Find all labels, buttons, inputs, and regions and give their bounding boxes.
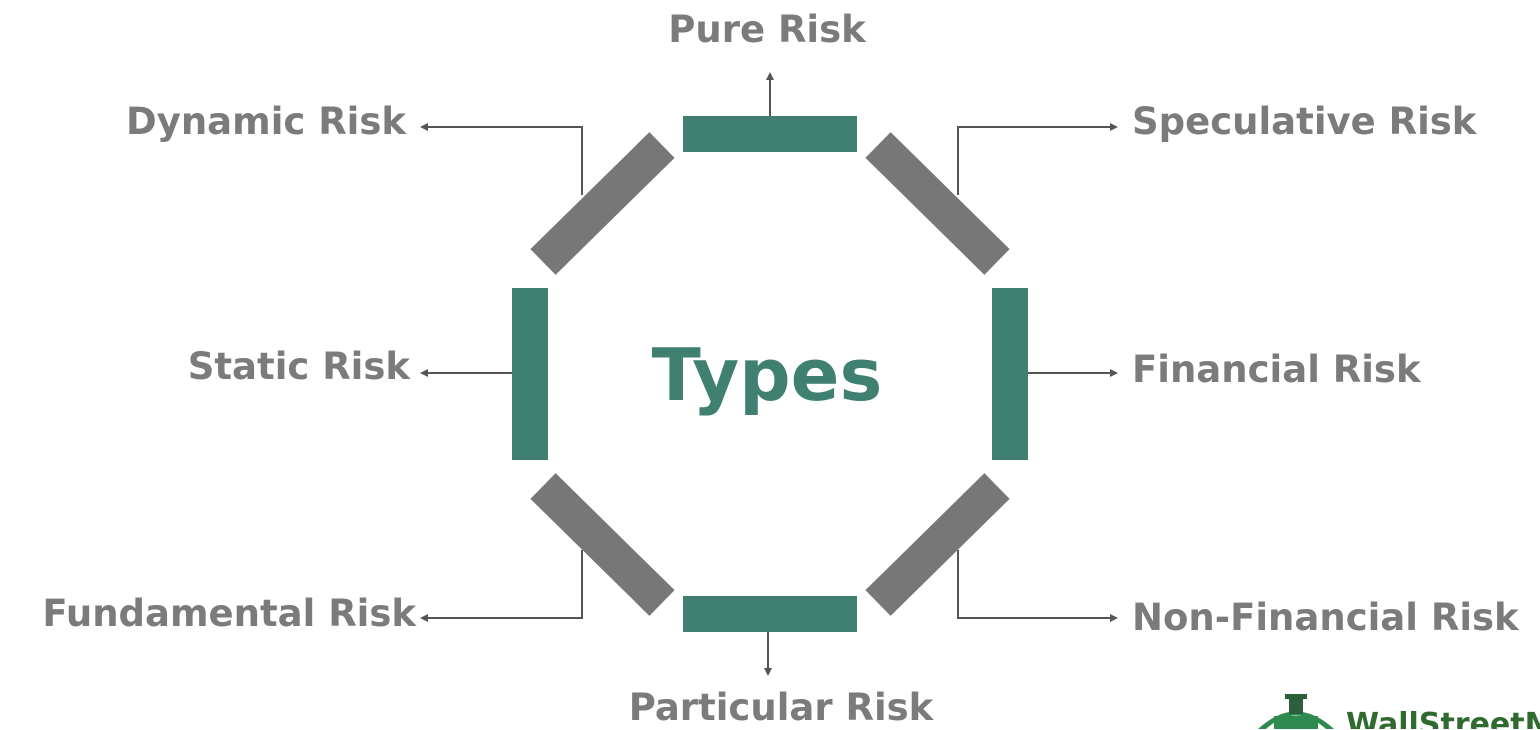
connector-dynamic-risk bbox=[426, 126, 583, 195]
connector-non-financial-risk bbox=[957, 550, 1112, 619]
arrowhead-speculative-risk bbox=[1110, 123, 1118, 131]
octagon-segment-bottom-right bbox=[865, 473, 1010, 616]
connector-speculative-risk bbox=[957, 126, 1112, 195]
octagon-segment-bottom-left bbox=[530, 473, 675, 616]
octagon-segment-top bbox=[683, 116, 857, 152]
connector-fundamental-risk bbox=[426, 550, 583, 619]
arrowhead-fundamental-risk bbox=[420, 614, 428, 622]
octagon bbox=[512, 116, 1028, 632]
octagon-segment-top-left bbox=[530, 132, 675, 275]
brand-logo: WallStreetMojo bbox=[1252, 690, 1540, 729]
label-speculative-risk: Speculative Risk bbox=[1132, 100, 1477, 143]
label-non-financial-risk: Non-Financial Risk bbox=[1132, 596, 1519, 639]
arrowhead-pure-risk bbox=[766, 72, 774, 80]
connectors bbox=[420, 72, 1118, 676]
label-financial-risk: Financial Risk bbox=[1132, 348, 1421, 391]
arrowhead-financial-risk bbox=[1110, 369, 1118, 377]
label-particular-risk: Particular Risk bbox=[628, 686, 934, 729]
octagon-segment-bottom bbox=[683, 596, 857, 632]
label-fundamental-risk: Fundamental Risk bbox=[42, 592, 416, 635]
label-static-risk: Static Risk bbox=[187, 345, 410, 388]
octagon-segment-left bbox=[512, 288, 548, 460]
octagon-segment-top-right bbox=[865, 132, 1010, 275]
arrowhead-dynamic-risk bbox=[420, 123, 428, 131]
logo-icon bbox=[1258, 694, 1334, 729]
label-pure-risk: Pure Risk bbox=[668, 8, 866, 51]
octagon-segment-right bbox=[992, 288, 1028, 460]
arrowhead-static-risk bbox=[420, 369, 428, 377]
logo-text: WallStreetMojo bbox=[1346, 707, 1540, 730]
label-dynamic-risk: Dynamic Risk bbox=[126, 100, 406, 143]
arrowhead-non-financial-risk bbox=[1110, 614, 1118, 622]
center-title: Types bbox=[651, 333, 883, 417]
arrowhead-particular-risk bbox=[764, 668, 772, 676]
